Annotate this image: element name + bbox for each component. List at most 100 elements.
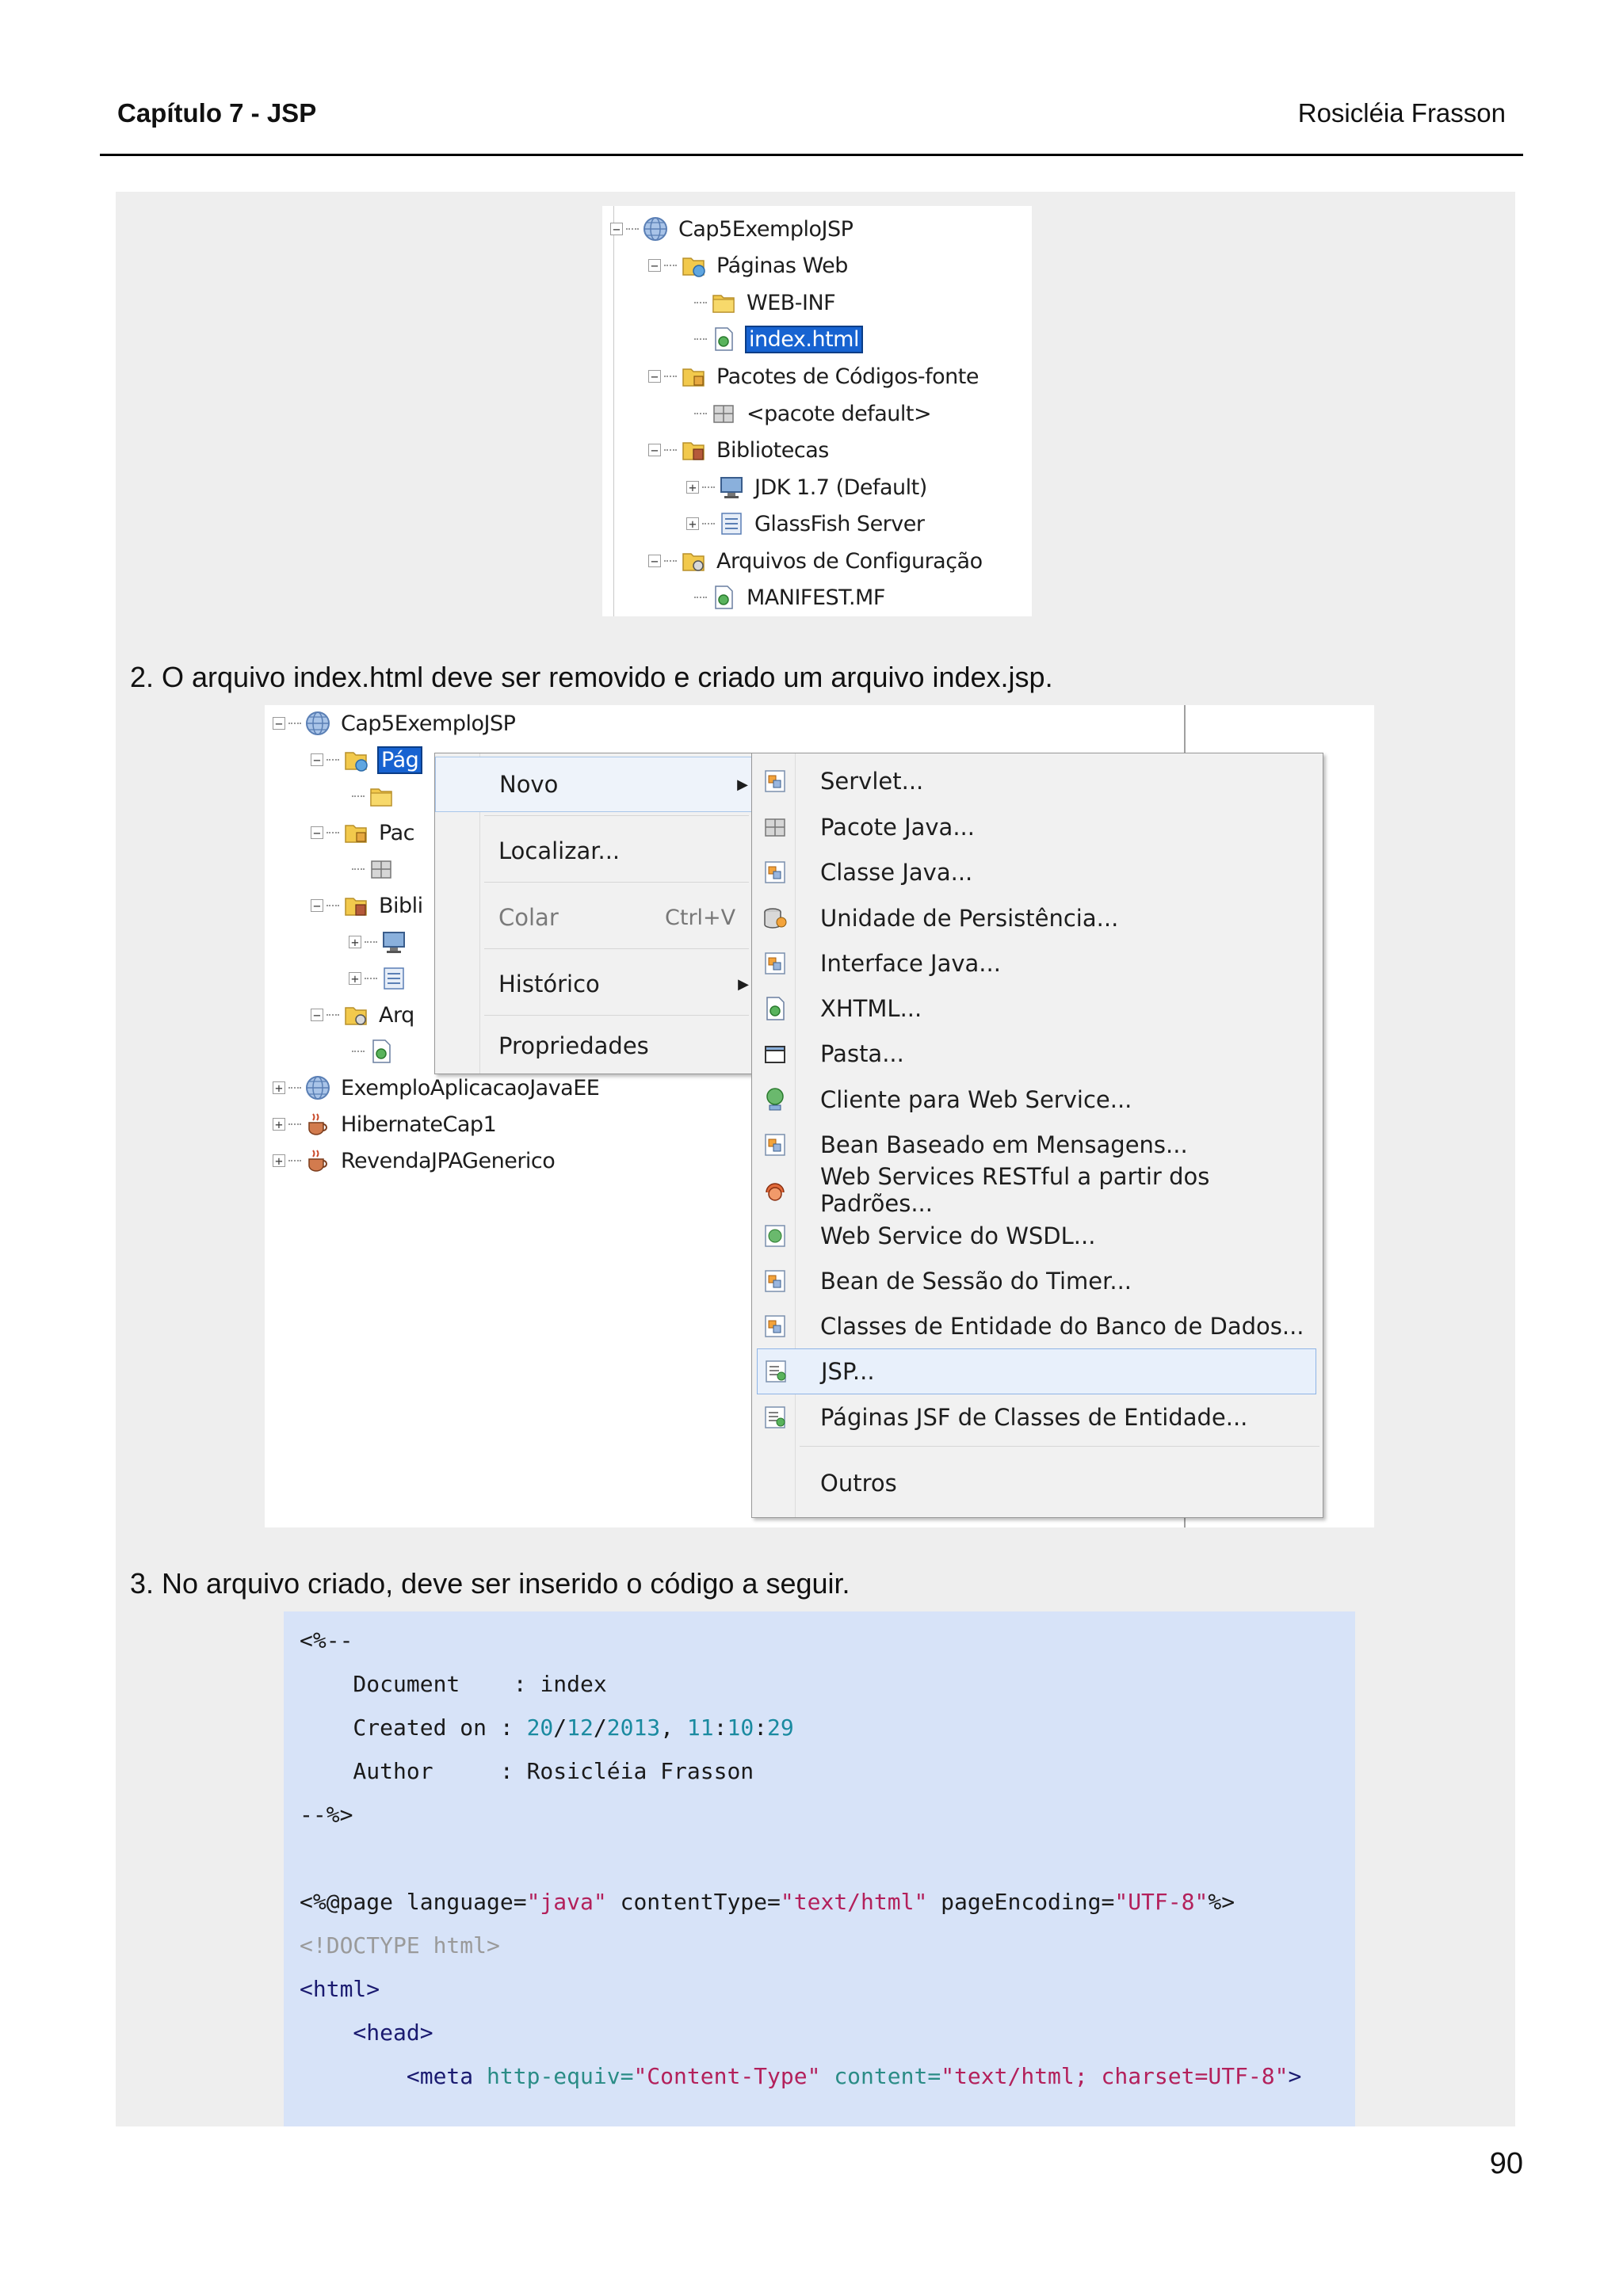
submenu-item-wsdl[interactable]: Web Service do WSDL... — [752, 1213, 1323, 1259]
collapse-icon[interactable]: − — [311, 826, 323, 840]
collapse-icon[interactable]: − — [311, 753, 323, 767]
menu-item-colar[interactable]: Colar Ctrl+V — [498, 904, 736, 931]
submenu-item-xhtml[interactable]: XHTML... — [752, 986, 1323, 1032]
web-folder-icon — [342, 746, 369, 773]
submenu-item-ws-client[interactable]: Cliente para Web Service... — [752, 1077, 1323, 1123]
jsf-pages-icon — [762, 1404, 789, 1431]
code-line: <meta http-equiv="Content-Type" content=… — [300, 2063, 1302, 2089]
page-header: Capítulo 7 - JSP Rosicléia Frasson — [100, 93, 1523, 156]
tree-item-project[interactable]: − Cap5ExemploJSP — [273, 705, 516, 742]
tree-item-config-files[interactable]: − Arq — [311, 997, 414, 1033]
code-line: <html> — [300, 1976, 380, 2002]
tree-item-manifest[interactable] — [352, 1033, 404, 1070]
server-icon — [380, 965, 407, 992]
tree-item-source-packages[interactable]: − Pacotes de Códigos-fonte — [648, 358, 979, 395]
tree-item-web-inf[interactable]: WEB-INF — [694, 284, 836, 321]
submenu-item-entity-classes[interactable]: Classes de Entidade do Banco de Dados... — [752, 1303, 1323, 1349]
web-service-client-icon — [762, 1086, 789, 1113]
manifest-file-icon — [368, 1038, 395, 1065]
folder-window-icon — [762, 1040, 789, 1067]
project-tree-screenshot: − Cap5ExemploJSP − Páginas Web WEB-INF i… — [602, 206, 1032, 616]
tree-item-jdk[interactable]: + — [349, 924, 417, 960]
manifest-file-icon — [710, 584, 737, 611]
step-2-text: 2. O arquivo index.html deve ser removid… — [130, 661, 1053, 693]
html-file-icon — [710, 326, 737, 353]
code-block: <%-- Document : index Created on : 20/12… — [284, 1611, 1355, 2126]
submenu-item-jsf-pages[interactable]: Páginas JSF de Classes de Entidade... — [752, 1394, 1323, 1440]
tree-item-manifest[interactable]: MANIFEST.MF — [694, 579, 885, 616]
monitor-icon — [718, 474, 745, 501]
collapse-icon[interactable]: − — [311, 1009, 323, 1022]
tree-item-glassfish[interactable]: + — [349, 960, 417, 997]
expand-icon[interactable]: + — [686, 517, 699, 531]
tree-item-libraries[interactable]: − Bibliotecas — [648, 432, 829, 468]
tree-item-default-package[interactable]: <pacote default> — [694, 395, 932, 432]
submenu-item-pasta[interactable]: Pasta... — [752, 1031, 1323, 1077]
submenu-item-interface-java[interactable]: Interface Java... — [752, 940, 1323, 986]
tree-item-glassfish[interactable]: + GlassFish Server — [686, 505, 925, 542]
tree-item-project[interactable]: − Cap5ExemploJSP — [610, 211, 854, 247]
collapse-icon[interactable]: − — [610, 223, 623, 236]
tree-item-index-html[interactable]: index.html — [694, 321, 863, 357]
author-name: Rosicléia Frasson — [1297, 98, 1506, 128]
expand-icon[interactable]: + — [273, 1118, 285, 1131]
menu-item-localizar[interactable]: Localizar... — [498, 837, 621, 864]
collapse-icon[interactable]: − — [648, 555, 661, 568]
globe-icon — [304, 1074, 331, 1101]
package-icon — [368, 856, 395, 883]
menu-item-propriedades[interactable]: Propriedades — [498, 1032, 649, 1059]
tree-item-hibernate[interactable]: + HibernateCap1 — [273, 1106, 497, 1142]
code-line: --%> — [300, 1802, 353, 1828]
expand-icon[interactable]: + — [349, 972, 361, 986]
servlet-icon — [762, 768, 789, 795]
folder-icon — [710, 289, 737, 316]
submenu-item-persistencia[interactable]: Unidade de Persistência... — [752, 895, 1323, 941]
menu-item-historico[interactable]: Histórico ▶ — [498, 971, 749, 997]
tree-item-revenda[interactable]: + RevendaJPAGenerico — [273, 1142, 556, 1179]
submenu-item-classe-java[interactable]: Classe Java... — [752, 849, 1323, 895]
xhtml-icon — [762, 995, 789, 1022]
package-folder-icon — [342, 819, 369, 846]
expand-icon[interactable]: + — [349, 936, 361, 949]
submenu-item-jsp[interactable]: JSP... — [757, 1348, 1316, 1394]
menu-item-novo[interactable]: Novo ▶ — [435, 757, 752, 812]
expand-icon[interactable]: + — [273, 1081, 285, 1095]
code-line: <%-- — [300, 1627, 353, 1653]
collapse-icon[interactable]: − — [648, 444, 661, 457]
code-line: <%@page language="java" contentType="tex… — [300, 1889, 1235, 1915]
expand-icon[interactable]: + — [273, 1154, 285, 1168]
tree-item-jdk[interactable]: + JDK 1.7 (Default) — [686, 469, 927, 505]
context-menu: Novo ▶ Localizar... Colar Ctrl+V Históri… — [434, 753, 753, 1074]
message-bean-icon — [762, 1131, 789, 1158]
tree-item-config-files[interactable]: − Arquivos de Configuração — [648, 543, 983, 579]
chapter-title: Capítulo 7 - JSP — [117, 98, 317, 128]
java-interface-icon — [762, 950, 789, 977]
globe-icon — [304, 710, 331, 737]
submenu-item-message-bean[interactable]: Bean Baseado em Mensagens... — [752, 1122, 1323, 1168]
submenu-item-outros[interactable]: Outros — [820, 1470, 897, 1497]
library-folder-icon — [680, 437, 707, 463]
submenu-item-timer-bean[interactable]: Bean de Sessão do Timer... — [752, 1258, 1323, 1304]
tree-item-web-inf[interactable] — [352, 778, 404, 814]
package-icon — [710, 400, 737, 427]
tree-item-default-package[interactable] — [352, 851, 404, 887]
collapse-icon[interactable]: − — [648, 259, 661, 273]
submenu-item-servlet[interactable]: Servlet... — [752, 758, 1323, 804]
tree-item-paginas-web[interactable]: − Pág — [311, 742, 423, 778]
folder-icon — [368, 783, 395, 810]
submenu-item-restful[interactable]: Web Services RESTful a partir dos Padrõe… — [752, 1163, 1323, 1217]
entity-classes-icon — [762, 1313, 789, 1340]
tree-item-source-packages[interactable]: − Pac — [311, 814, 414, 851]
expand-icon[interactable]: + — [686, 481, 699, 494]
code-line: Document : index — [300, 1671, 607, 1697]
collapse-icon[interactable]: − — [311, 899, 323, 913]
tree-item-exemplo-aplicacao[interactable]: + ExemploAplicacaoJavaEE — [273, 1070, 600, 1106]
tree-item-libraries[interactable]: − Bibli — [311, 887, 423, 924]
code-line: Author : Rosicléia Frasson — [300, 1758, 754, 1784]
collapse-icon[interactable]: − — [648, 370, 661, 383]
tree-item-paginas-web[interactable]: − Páginas Web — [648, 247, 848, 284]
collapse-icon[interactable]: − — [273, 717, 285, 730]
java-cup-icon — [304, 1111, 331, 1138]
submenu-item-pacote-java[interactable]: Pacote Java... — [752, 804, 1323, 850]
code-line: <head> — [300, 2019, 433, 2046]
